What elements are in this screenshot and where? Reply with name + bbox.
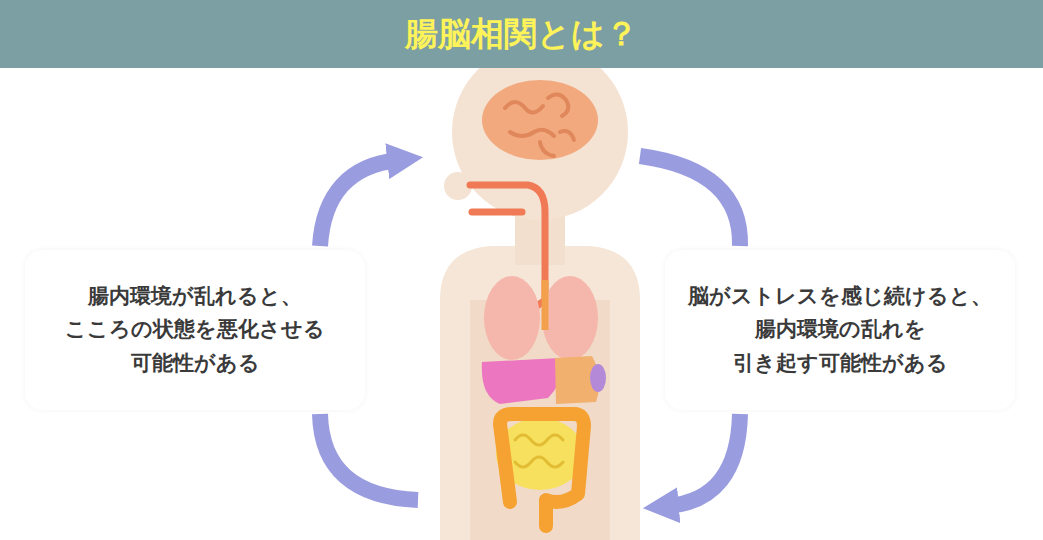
cycle-arc	[640, 156, 740, 246]
text-box: 脳がストレスを感じ続けると、 腸内環境の乱れを 引き起す可能性がある	[665, 250, 1015, 410]
box-text: 脳がストレスを感じ続けると、 腸内環境の乱れを 引き起す可能性がある	[675, 280, 1005, 381]
cycle-arrow	[320, 414, 740, 506]
box-text: 腸内環境が乱れると、 こころの状態を悪化させる 可能性がある	[35, 280, 355, 381]
text-box: 腸内環境が乱れると、 こころの状態を悪化させる 可能性がある	[25, 250, 365, 410]
title: 腸脳相関とは？	[0, 0, 1043, 68]
cycle-arc	[320, 160, 398, 246]
cycle-arc	[320, 414, 418, 500]
cycle-arc	[668, 414, 740, 506]
cycle-arrow	[320, 156, 740, 246]
